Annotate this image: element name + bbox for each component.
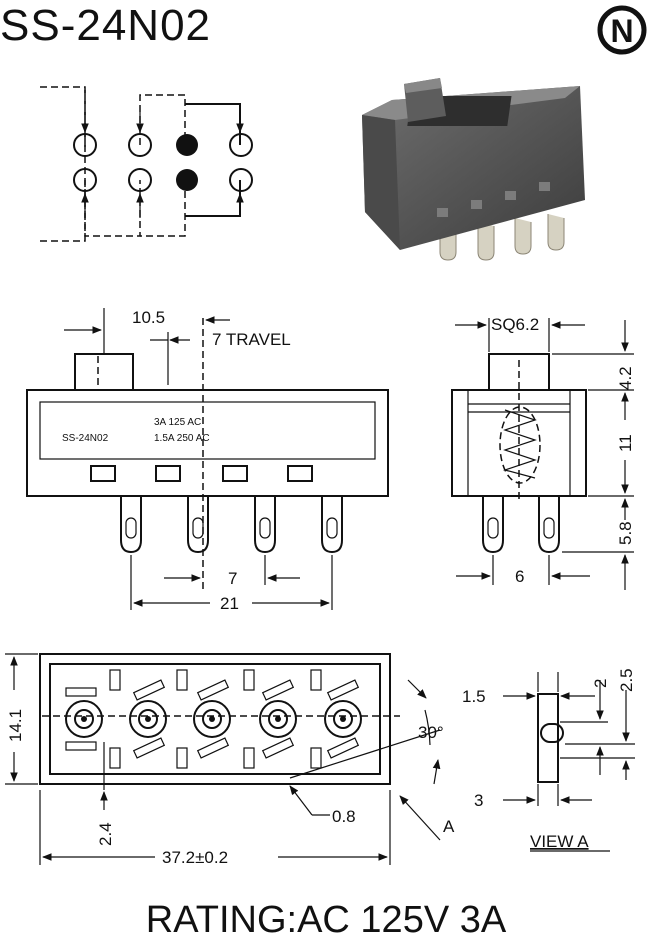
front-terminals (120, 496, 343, 554)
dim-length: 37.2±0.2 (162, 848, 228, 867)
bottom-slots-top (109, 669, 322, 691)
dim-pin-spacing: 6 (515, 567, 524, 586)
svg-text:N: N (610, 13, 633, 49)
dim-hole: 2 (591, 679, 610, 688)
dim-pin-width: 1.5 (462, 687, 486, 706)
side-terminals (482, 496, 560, 554)
dim-slider-height: 4.2 (616, 366, 635, 390)
dim-body-height: 11 (616, 434, 635, 452)
dim-offset: 2.4 (96, 822, 115, 846)
dim-angle: 30° (418, 723, 444, 742)
dim-pin-length: 5.8 (616, 521, 635, 545)
rating-text: RATING:AC 125V 3A (146, 899, 507, 939)
dim-slider-square: SQ6.2 (491, 315, 539, 334)
dim-travel: 7 TRAVEL (212, 330, 291, 349)
bottom-outline (39, 653, 391, 785)
dim-height: 14.1 (6, 709, 25, 742)
brand-logo: N (597, 5, 647, 55)
view-a: 1.5 2 2.5 3 VIEW A (462, 668, 636, 852)
spring-outline (499, 406, 541, 484)
dim-pitch: 7 (228, 569, 237, 588)
view-a-label: VIEW A (530, 832, 589, 851)
bottom-contact-holes (65, 700, 362, 738)
label-plate (39, 401, 376, 460)
view-marker: A (443, 817, 455, 836)
rating-line-1: 3A 125 AC (154, 417, 201, 428)
slider-actuator (74, 353, 134, 391)
dim-slot: 0.8 (332, 807, 356, 826)
model-label: SS-24N02 (62, 433, 109, 444)
page-title: SS-24N02 (0, 1, 211, 50)
dim-tab: 3 (474, 791, 483, 810)
view-a-pin (537, 693, 559, 783)
schematic-contacts (73, 133, 253, 192)
bottom-inner-frame (49, 663, 381, 775)
bottom-view: 14.1 30° 2.4 0.8 A 37.2±0.2 (5, 653, 455, 867)
dim-slider-width: 10.5 (132, 308, 165, 327)
rating-line-2: 1.5A 250 AC (154, 433, 210, 444)
front-view: 10.5 7 TRAVEL 3A 125 AC 1.5A 250 AC SS-2… (26, 308, 389, 613)
dim-pin-depth: 2.5 (617, 668, 636, 692)
bottom-terminal-tabs (65, 679, 360, 759)
circuit-schematic (40, 86, 253, 242)
body-windows (90, 465, 313, 482)
product-photo (362, 78, 585, 261)
side-view: SQ6.2 4.2 11 5.8 6 (451, 315, 635, 590)
bottom-slots-bottom (109, 747, 322, 769)
dim-overall: 21 (220, 594, 239, 613)
